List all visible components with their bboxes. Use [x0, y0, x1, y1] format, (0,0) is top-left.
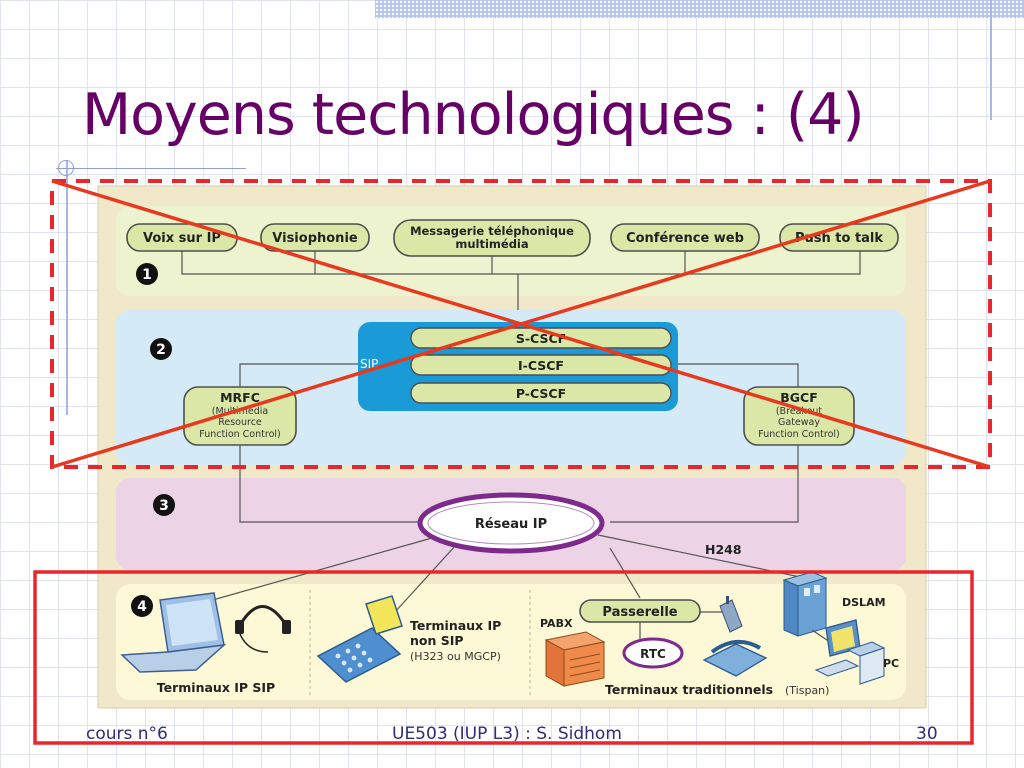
service-label: Messagerie téléphonique — [410, 224, 574, 238]
service-label: Push to talk — [795, 231, 883, 246]
nonsip-label-2: non SIP — [410, 633, 464, 648]
service-push-to-talk: Push to talk — [779, 223, 899, 252]
dslam-label: DSLAM — [842, 596, 886, 609]
svg-text:I-CSCF: I-CSCF — [518, 358, 564, 373]
headset-icon — [235, 605, 291, 653]
svg-text:Resource: Resource — [218, 417, 262, 428]
nonsip-label-3: (H323 ou MGCP) — [410, 650, 501, 663]
service-voix-sur-ip: Voix sur IP — [126, 223, 238, 252]
pc-label: PC — [883, 657, 899, 670]
layer-3-badge: 3 — [153, 494, 175, 516]
pabx-icon — [544, 631, 606, 687]
service-visiophonie: Visiophonie — [260, 223, 370, 252]
svg-text:3: 3 — [159, 498, 169, 514]
svg-text:Function Control): Function Control) — [199, 429, 280, 440]
rtc-ring: RTC — [622, 637, 684, 669]
svg-text:RTC: RTC — [640, 647, 666, 661]
title-underline-dot — [58, 160, 74, 176]
layer-1-badge: 1 — [136, 263, 158, 285]
cscf-p: P-CSCF — [410, 382, 672, 404]
title-underline — [56, 168, 246, 169]
service-label: Visiophonie — [272, 231, 358, 246]
mobile-phone-icon — [719, 596, 743, 633]
service-label: Conférence web — [626, 231, 744, 246]
nonsip-label-1: Terminaux IP — [410, 618, 501, 633]
svg-text:Passerelle: Passerelle — [602, 605, 677, 620]
bgcf-name: BGCF — [780, 390, 818, 405]
svg-text:S-CSCF: S-CSCF — [516, 331, 566, 346]
tispan-label: (Tispan) — [785, 684, 829, 697]
svg-text:(Breakout: (Breakout — [776, 406, 823, 417]
service-label-line2: multimédia — [455, 237, 528, 251]
cscf-s: S-CSCF — [410, 327, 672, 349]
reseau-ip-ring: Réseau IP — [417, 492, 605, 554]
svg-text:Gateway: Gateway — [778, 417, 820, 428]
top-decor-band — [375, 0, 1024, 18]
svg-text:4: 4 — [137, 599, 147, 615]
passerelle-node: Passerelle — [579, 599, 701, 623]
svg-text:Function Control): Function Control) — [758, 429, 839, 440]
slide-title: Moyens technologiques : (4) — [82, 82, 865, 148]
mrfc-name: MRFC — [220, 390, 260, 405]
passerelle-connectors — [639, 611, 722, 640]
desk-phone-icon — [702, 640, 768, 677]
pc-icon — [814, 619, 886, 685]
highlight-frame-layer-4 — [33, 570, 974, 745]
h248-label: H248 — [705, 542, 742, 557]
cross-line-2 — [51, 179, 991, 469]
layer-2-badge: 2 — [150, 338, 172, 360]
service-conference-web: Conférence web — [610, 223, 760, 252]
svg-text:P-CSCF: P-CSCF — [516, 386, 566, 401]
pabx-label: PABX — [540, 617, 573, 630]
dslam-icon — [782, 571, 828, 637]
layer-4-badge: 4 — [131, 595, 153, 617]
crossed-out-dashed-frame — [50, 179, 992, 469]
decor-line-right — [990, 0, 992, 120]
laptop-icon — [120, 592, 227, 673]
footer-page-number: 30 — [916, 724, 938, 744]
svg-text:1: 1 — [142, 267, 152, 283]
footer-course: cours n°6 — [86, 724, 168, 744]
dslam-connector — [811, 629, 831, 643]
cscf-i: I-CSCF — [410, 354, 672, 376]
layer-2-connectors — [239, 363, 799, 390]
mrfc-node: MRFC (Multimedia Resource Function Contr… — [183, 386, 297, 446]
ip-phone-icon — [316, 595, 403, 683]
layer-3-connectors — [239, 445, 799, 523]
terminaux-ip-sip-label: Terminaux IP SIP — [157, 680, 275, 695]
service-messagerie: Messagerie téléphonique multimédia — [393, 219, 591, 257]
layer-4-panel — [116, 584, 906, 700]
footer-author: UE503 (IUP L3) : S. Sidhom — [392, 724, 622, 744]
service-label: Voix sur IP — [143, 231, 221, 246]
decor-line-left — [66, 160, 68, 415]
terminaux-traditionnels-label: Terminaux traditionnels — [605, 682, 773, 697]
reseau-ip-label: Réseau IP — [475, 517, 547, 532]
svg-text:2: 2 — [156, 342, 166, 358]
